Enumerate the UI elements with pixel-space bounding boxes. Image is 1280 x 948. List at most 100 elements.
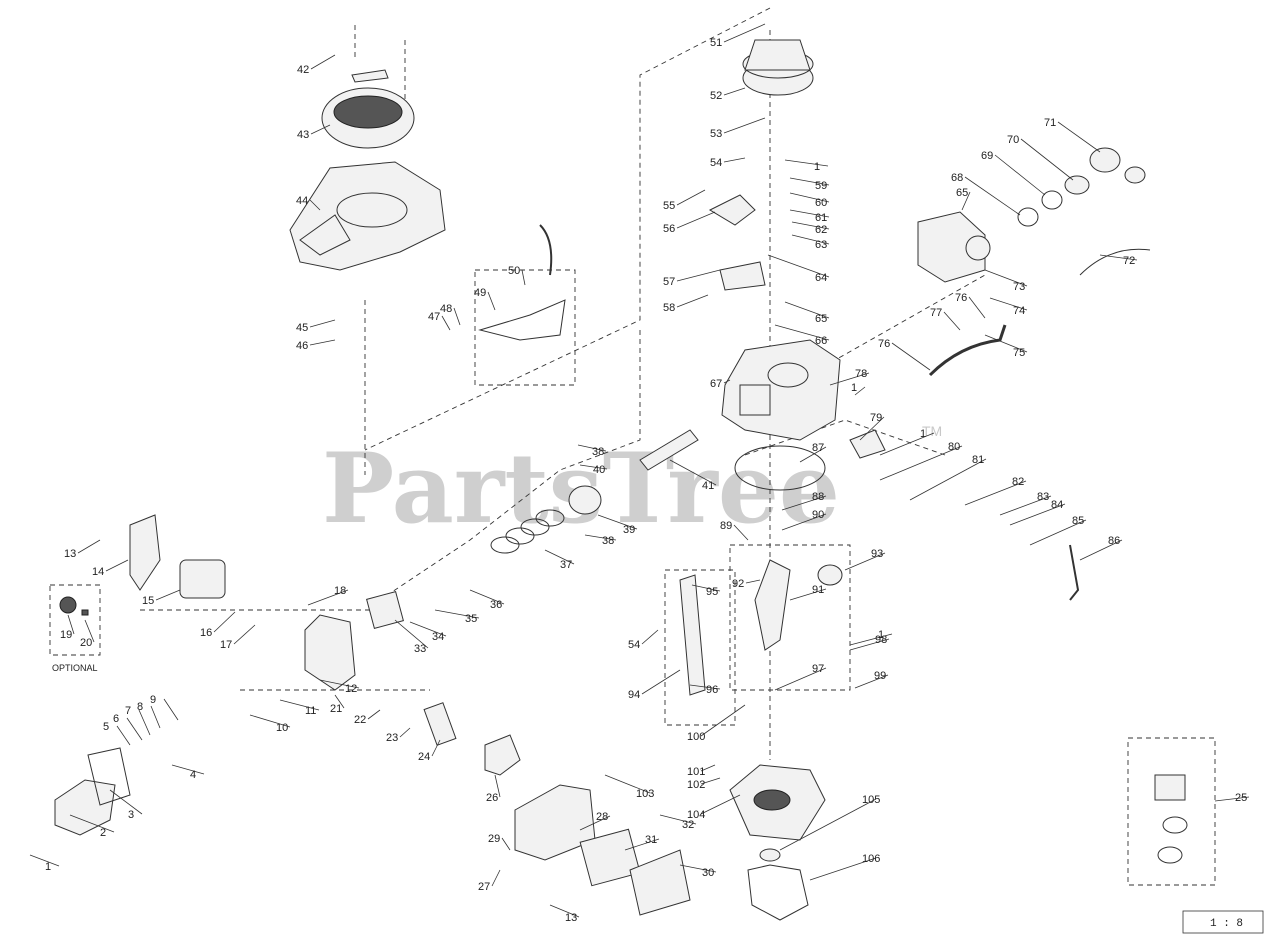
callout-number: 3	[128, 809, 134, 821]
callout-leader-line	[309, 339, 336, 346]
callout-20: 20	[80, 619, 95, 649]
callout-3: 3	[109, 789, 143, 821]
callout-number: 59	[815, 180, 827, 192]
callout-leader-line	[579, 464, 608, 470]
callout-number: 25	[1235, 792, 1247, 804]
callout-number: 29	[488, 833, 500, 845]
callout-leader-line	[319, 679, 360, 689]
callout-number: 14	[92, 566, 104, 578]
callout-number: 33	[414, 643, 426, 655]
callout-18: 18	[307, 585, 349, 606]
callout-leader-line	[791, 221, 830, 230]
watermark-trademark: TM	[922, 423, 942, 439]
callout-31: 31	[624, 834, 660, 851]
callout-104: 104	[687, 794, 741, 821]
callout-42: 42	[297, 54, 336, 76]
callout-leader-line	[700, 777, 721, 785]
callout-number: 97	[812, 663, 824, 675]
callout-number: 40	[593, 464, 605, 476]
callout-number: 82	[1012, 476, 1024, 488]
callout-55: 55	[663, 189, 706, 212]
callout-71: 71	[1044, 117, 1101, 153]
callout-number: 76	[955, 292, 967, 304]
callout-58: 58	[663, 294, 709, 314]
callout-28: 28	[579, 811, 611, 831]
callout-number: 89	[720, 520, 732, 532]
callout-number: 49	[474, 287, 486, 299]
callout-number: 80	[948, 441, 960, 453]
callout-65: 65	[784, 301, 830, 325]
inset-detail-25	[1154, 774, 1188, 864]
callout-number: 16	[200, 627, 212, 639]
callout-number: 78	[855, 368, 867, 380]
callout-number: 6	[113, 713, 119, 725]
callout-leader-line	[394, 619, 429, 649]
callout-number: 55	[663, 200, 675, 212]
callout-number: 20	[80, 637, 92, 649]
callout-102: 102	[687, 777, 721, 791]
callout-leader-line	[723, 157, 746, 163]
callout-number: 57	[663, 276, 675, 288]
callout-95: 95	[691, 584, 721, 598]
callout-number: 98	[875, 634, 887, 646]
callout-leader-line	[968, 296, 986, 319]
gasket-87	[734, 445, 826, 491]
callout-number: 36	[490, 599, 502, 611]
callout-number: 38	[602, 535, 614, 547]
callout-5: 5	[103, 721, 131, 746]
callout-103: 103	[604, 774, 654, 800]
callout-leader-line	[700, 704, 746, 737]
callout-number: 50	[508, 265, 520, 277]
callout-leader-line	[584, 534, 617, 541]
governor	[679, 574, 706, 696]
callout-60: 60	[789, 192, 830, 209]
callout-46: 46	[296, 339, 336, 352]
callout-leader-line	[1029, 519, 1087, 546]
callout-leader-line	[891, 342, 931, 371]
callout-70: 70	[1007, 134, 1074, 181]
callout-81: 81	[909, 454, 987, 501]
callout-100: 100	[687, 704, 746, 743]
callout-leader-line	[784, 159, 829, 167]
callout-leader-line	[676, 211, 716, 229]
callout-44: 44	[296, 195, 321, 211]
callout-leader-line	[723, 87, 746, 96]
callout-54: 54	[710, 157, 746, 169]
callout-leader-line	[233, 624, 256, 645]
callout-leader-line	[745, 579, 761, 584]
callout-leader-line	[994, 154, 1046, 196]
callout-leader-line	[171, 764, 205, 775]
callout-leader-line	[791, 234, 830, 245]
callout-6: 6	[113, 713, 143, 741]
callout-17: 17	[220, 624, 256, 651]
callout-24: 24	[418, 739, 441, 763]
callout-leader-line	[1009, 503, 1066, 526]
callout-number: 23	[386, 732, 398, 744]
callout-92: 92	[732, 578, 761, 590]
callout-leader-line	[641, 669, 681, 695]
callout-leader-line	[409, 621, 447, 637]
callout-80: 80	[879, 441, 963, 481]
callout-leader-line	[781, 495, 827, 511]
callout-84: 84	[1009, 499, 1066, 526]
callout-22: 22	[354, 709, 381, 726]
callout-leader-line	[733, 524, 749, 541]
callout-50: 50	[508, 265, 526, 286]
callout-number: 11	[305, 705, 316, 717]
callout-number: 95	[706, 586, 718, 598]
callout-37: 37	[544, 549, 575, 571]
callout-leader-line	[441, 315, 451, 331]
callout-number: 64	[815, 272, 827, 284]
callout-number: 69	[981, 150, 993, 162]
callout-number: 45	[296, 322, 308, 334]
piston-rings	[490, 509, 565, 554]
callout-number: 106	[862, 853, 880, 865]
callout-97: 97	[774, 663, 827, 691]
callout-leader-line	[943, 311, 961, 331]
callout-52: 52	[710, 87, 746, 102]
callout-number: 1	[878, 629, 884, 641]
callout-number: 68	[951, 172, 963, 184]
callout-number: 96	[706, 684, 718, 696]
callout-leader-line	[494, 774, 501, 798]
